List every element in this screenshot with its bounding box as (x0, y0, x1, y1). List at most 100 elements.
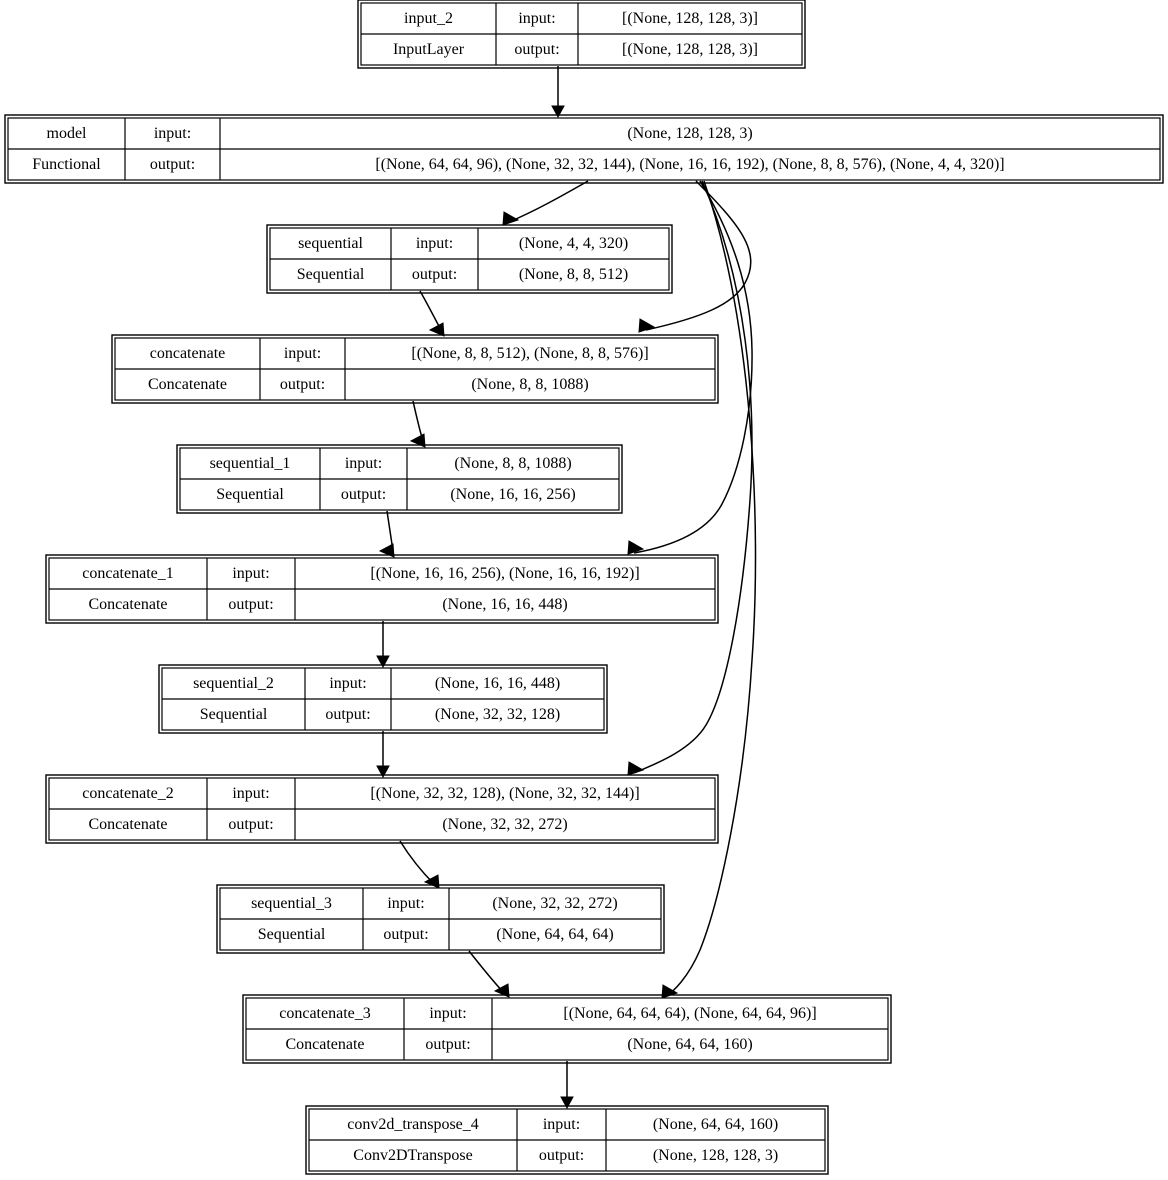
node-layer-name: sequential_2 (193, 675, 274, 692)
edge-concatenate_3-to-conv2d_transpose_4 (560, 1061, 574, 1110)
layer-node-sequential[interactable]: sequentialSequentialinput:output:(None, … (266, 224, 673, 294)
node-input-label: input: (284, 345, 321, 362)
node-output-label: output: (150, 156, 195, 173)
node-output-shape: (None, 128, 128, 3) (653, 1147, 778, 1164)
node-input-label: input: (387, 895, 424, 912)
arrowhead-icon (376, 655, 390, 669)
node-output-label: output: (383, 926, 428, 943)
node-output-shape: [(None, 64, 64, 96), (None, 32, 32, 144)… (375, 156, 1004, 173)
layer-node-concatenate_1[interactable]: concatenate_1Concatenateinput:output:[(N… (45, 554, 719, 624)
node-outer-border (158, 664, 608, 734)
node-input-shape: [(None, 8, 8, 512), (None, 8, 8, 576)] (411, 345, 648, 362)
arrowhead-icon (661, 984, 679, 999)
node-class-name: Sequential (216, 486, 284, 503)
layer-node-concatenate[interactable]: concatenateConcatenateinput:output:[(Non… (111, 334, 719, 404)
node-layer-name: concatenate_1 (82, 565, 174, 582)
arrowhead-icon (627, 540, 645, 555)
node-input-shape: [(None, 64, 64, 64), (None, 64, 64, 96)] (563, 1005, 816, 1022)
node-class-name: Sequential (297, 266, 365, 283)
node-input-shape: (None, 32, 32, 272) (492, 895, 617, 912)
layer-node-concatenate_3[interactable]: concatenate_3Concatenateinput:output:[(N… (242, 994, 892, 1064)
node-output-shape: (None, 16, 16, 448) (442, 596, 567, 613)
node-outer-border (242, 994, 892, 1064)
node-class-name: InputLayer (393, 41, 465, 58)
node-class-name: Conv2DTranspose (353, 1147, 472, 1164)
node-class-name: Sequential (258, 926, 326, 943)
edge-concatenate_2-to-sequential_3 (399, 840, 440, 889)
edge-model-to-concatenate_1 (627, 180, 753, 555)
node-layer-name: concatenate_2 (82, 785, 174, 802)
arrowhead-icon (409, 433, 426, 448)
node-class-name: Sequential (200, 706, 268, 723)
node-output-shape: (None, 8, 8, 512) (519, 266, 628, 283)
node-layer-name: model (47, 125, 88, 142)
node-input-label: input: (345, 455, 382, 472)
layer-node-sequential_1[interactable]: sequential_1Sequentialinput:output:(None… (176, 444, 623, 514)
node-output-label: output: (341, 486, 386, 503)
node-output-shape: [(None, 128, 128, 3)] (622, 41, 758, 58)
arrowhead-icon (560, 1096, 574, 1110)
layer-node-conv2d_transpose_4[interactable]: conv2d_transpose_4Conv2DTransposeinput:o… (305, 1105, 829, 1175)
arrowhead-icon (627, 761, 645, 776)
node-output-shape: (None, 64, 64, 64) (496, 926, 613, 943)
arrowhead-icon (428, 322, 445, 337)
arrowhead-icon (638, 318, 656, 333)
node-outer-border (266, 224, 673, 294)
node-layer-name: sequential_1 (210, 455, 291, 472)
node-outer-border (305, 1105, 829, 1175)
node-output-label: output: (325, 706, 370, 723)
node-outer-border (45, 774, 719, 844)
edge-concatenate-to-sequential_1 (409, 400, 426, 448)
node-output-label: output: (514, 41, 559, 58)
edge-line (399, 840, 435, 885)
arrowhead-icon (376, 765, 390, 779)
node-input-label: input: (329, 675, 366, 692)
edge-input_2-to-model (551, 66, 565, 119)
arrowhead-icon (378, 543, 395, 558)
edge-model-to-concatenate_2 (627, 180, 753, 776)
node-output-label: output: (228, 816, 273, 833)
edge-line (665, 180, 757, 997)
node-output-shape: (None, 32, 32, 128) (435, 706, 560, 723)
node-input-shape: (None, 16, 16, 448) (435, 675, 560, 692)
node-input-label: input: (543, 1116, 580, 1133)
arrowhead-icon (493, 983, 510, 998)
node-output-shape: (None, 64, 64, 160) (627, 1036, 752, 1053)
arrowhead-icon (551, 105, 565, 119)
node-layer-name: concatenate (150, 345, 226, 362)
layer-node-sequential_3[interactable]: sequential_3Sequentialinput:output:(None… (216, 884, 665, 954)
node-class-name: Concatenate (88, 816, 167, 833)
node-class-name: Concatenate (88, 596, 167, 613)
edge-model-to-concatenate (638, 180, 752, 333)
node-input-shape: (None, 64, 64, 160) (653, 1116, 778, 1133)
edge-concatenate_1-to-sequential_2 (376, 621, 390, 669)
node-layer-name: input_2 (404, 10, 453, 27)
node-input-label: input: (416, 235, 453, 252)
edge-line (633, 180, 753, 774)
node-output-label: output: (412, 266, 457, 283)
edge-line (508, 180, 589, 223)
edge-sequential_1-to-concatenate_1 (378, 510, 395, 558)
node-input-label: input: (154, 125, 191, 142)
node-output-label: output: (280, 376, 325, 393)
edge-line (419, 290, 442, 331)
edge-sequential-to-concatenate (419, 290, 445, 337)
node-outer-border (111, 334, 719, 404)
node-outer-border (176, 444, 623, 514)
node-input-shape: [(None, 16, 16, 256), (None, 16, 16, 192… (370, 565, 639, 582)
node-input-label: input: (232, 785, 269, 802)
edge-model-to-sequential (502, 180, 589, 226)
node-output-label: output: (228, 596, 273, 613)
node-outer-border (216, 884, 665, 954)
node-input-shape: (None, 4, 4, 320) (519, 235, 628, 252)
edge-sequential_3-to-concatenate_3 (468, 950, 510, 998)
node-input-shape: [(None, 32, 32, 128), (None, 32, 32, 144… (370, 785, 639, 802)
node-output-label: output: (425, 1036, 470, 1053)
